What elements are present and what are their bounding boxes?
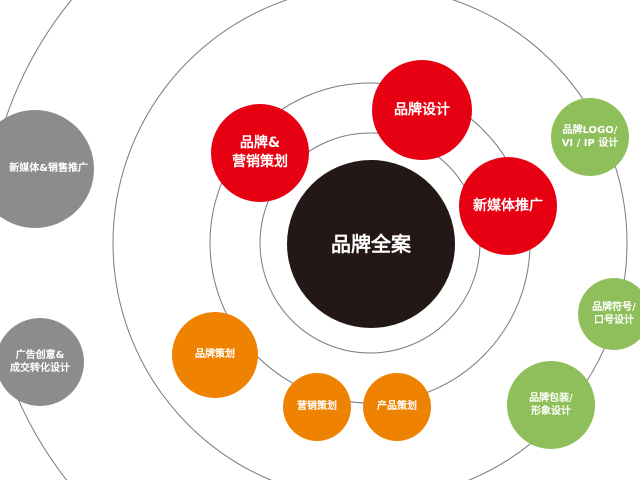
node-brand-design: 品牌设计 (372, 60, 472, 160)
node-label: 营销策划 (297, 401, 337, 413)
node-new-media-promotion: 新媒体推广 (459, 157, 557, 255)
node-label: 新媒体&销售推广 (9, 163, 88, 175)
node-label: 产品策划 (377, 401, 417, 413)
node-label: 品牌& 营销策划 (232, 135, 288, 170)
node-label: 品牌LOGO/ VI / IP 设计 (561, 124, 619, 150)
node-label: 广告创意& 成交转化设计 (10, 349, 70, 375)
center-label: 品牌全案 (331, 231, 411, 256)
node-label: 新媒体推广 (473, 197, 543, 214)
node-label: 品牌符号/ 口号设计 (592, 301, 636, 327)
node-product-strategy: 产品策划 (363, 373, 431, 441)
node-brand-symbol-slogan-design: 品牌符号/ 口号设计 (578, 278, 640, 350)
center-node-brand-full-solution: 品牌全案 (287, 160, 455, 328)
ring-third (112, 0, 628, 480)
node-packaging-image-design: 品牌包装/ 形象设计 (507, 361, 595, 449)
node-label: 品牌策划 (195, 349, 235, 361)
node-label: 品牌包装/ 形象设计 (529, 392, 573, 418)
node-brand-strategy: 品牌策划 (172, 312, 258, 398)
node-marketing-strategy: 营销策划 (283, 373, 351, 441)
node-new-media-sales-promotion: 新媒体&销售推广 (0, 110, 94, 228)
node-brand-marketing-planning: 品牌& 营销策划 (211, 104, 309, 202)
node-ad-creative-conversion-design: 广告创意& 成交转化设计 (0, 318, 84, 406)
node-logo-vi-ip-design: 品牌LOGO/ VI / IP 设计 (551, 98, 629, 176)
node-label: 品牌设计 (394, 101, 450, 118)
